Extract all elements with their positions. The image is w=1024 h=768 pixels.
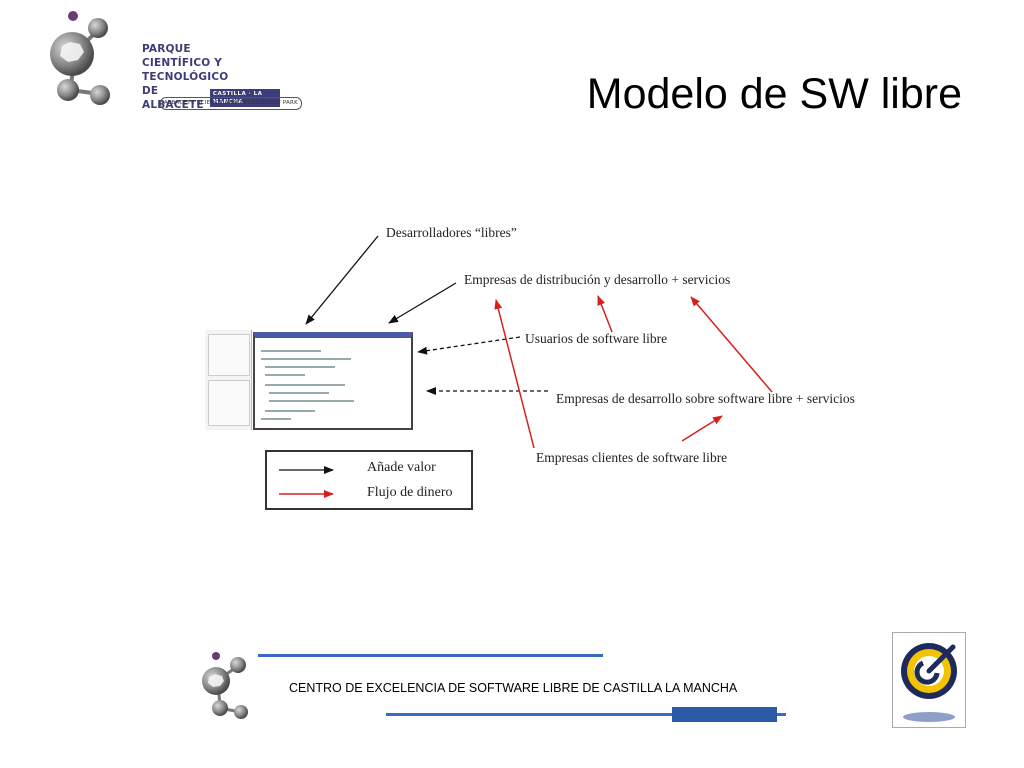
money-arrow-devcompanies-to-distribution xyxy=(690,296,773,393)
money-arrow-clients-to-devcompanies xyxy=(681,415,723,442)
screenshot-sidebar xyxy=(205,330,252,430)
legend-adds-value: Añade valor xyxy=(367,460,436,475)
footer-logo xyxy=(198,650,254,724)
label-free-software-users: Usuarios de software libre xyxy=(525,331,668,346)
screenshot-editor xyxy=(253,332,413,430)
arrow-devs xyxy=(305,235,379,325)
label-client-companies: Empresas clientes de software libre xyxy=(536,450,728,465)
logo-line-1: PARQUE xyxy=(142,43,191,55)
logo-badge: CASTILLA · LA MANCHA xyxy=(209,89,280,107)
arrow-distribution xyxy=(388,282,457,324)
logo-line-3: DE ALBACETE xyxy=(142,85,204,111)
footer-accent-block xyxy=(672,707,777,722)
label-development-companies: Empresas de desarrollo sobre software li… xyxy=(556,391,855,406)
park-logo-spheres-icon xyxy=(50,11,110,105)
target-logo-icon xyxy=(901,643,957,722)
footer-divider-top xyxy=(258,654,603,657)
park-logo: PARQUE CIENTÍFICO Y TECNOLÓGICO DE ALBAC… xyxy=(40,6,302,112)
software-screenshot-image xyxy=(205,330,413,430)
money-arrow-users-to-distribution xyxy=(597,295,613,333)
logo-subtitle: ALBACETE SCIENCE AND TECHNOLOGY PARK xyxy=(160,97,302,110)
page-title: Modelo de SW libre xyxy=(586,70,962,118)
label-free-developers: Desarrolladores “libres” xyxy=(386,225,517,240)
arrow-users xyxy=(417,336,521,355)
label-distribution-companies: Empresas de distribución y desarrollo + … xyxy=(464,272,731,287)
diagram-legend: Añade valor Flujo de dinero xyxy=(265,450,473,510)
park-logo-text: PARQUE CIENTÍFICO Y TECNOLÓGICO DE ALBAC… xyxy=(142,42,280,112)
money-arrow-clients-to-distribution xyxy=(494,299,535,449)
logo-line-2: CIENTÍFICO Y TECNOLÓGICO xyxy=(142,57,229,83)
footer-organization-name: CENTRO DE EXCELENCIA DE SOFTWARE LIBRE D… xyxy=(289,681,738,695)
legend-money-flow: Flujo de dinero xyxy=(367,485,453,500)
ced-logo xyxy=(892,632,966,728)
footer-divider-bottom xyxy=(386,713,786,716)
footer-spheres-icon xyxy=(202,652,248,719)
